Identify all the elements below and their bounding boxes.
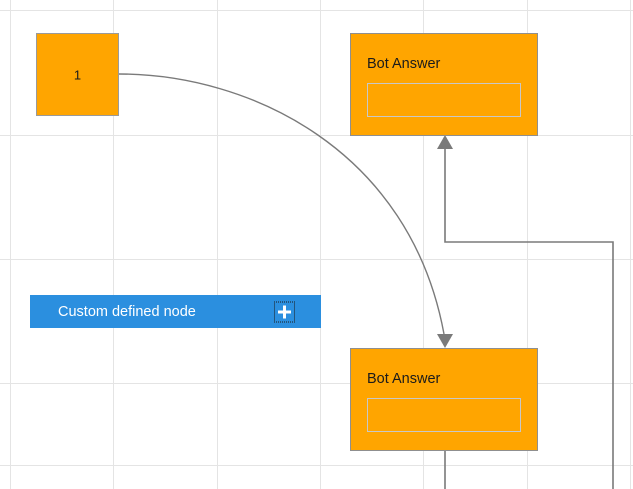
custom-defined-node-label: Custom defined node: [58, 303, 196, 320]
flow-node-bot-answer-top[interactable]: Bot Answer: [350, 33, 538, 136]
bot-answer-title: Bot Answer: [367, 56, 441, 72]
custom-defined-node-bar[interactable]: Custom defined node: [30, 295, 321, 328]
bot-answer-message-slot[interactable]: [367, 83, 521, 117]
node-number-label: 1: [73, 67, 82, 82]
flow-node-1[interactable]: 1: [36, 33, 119, 116]
arrowhead-up-icon: [437, 135, 453, 149]
connector-orthogonal-edge[interactable]: [444, 149, 614, 489]
flow-node-bot-answer-bottom[interactable]: Bot Answer: [350, 348, 538, 451]
bot-answer-message-slot[interactable]: [367, 398, 521, 432]
arrowhead-down-icon: [437, 334, 453, 348]
connector-curved-edge[interactable]: [118, 73, 445, 335]
plus-icon-vertical-bar: [283, 305, 286, 318]
bot-answer-title: Bot Answer: [367, 371, 441, 387]
plus-icon[interactable]: [274, 301, 295, 322]
